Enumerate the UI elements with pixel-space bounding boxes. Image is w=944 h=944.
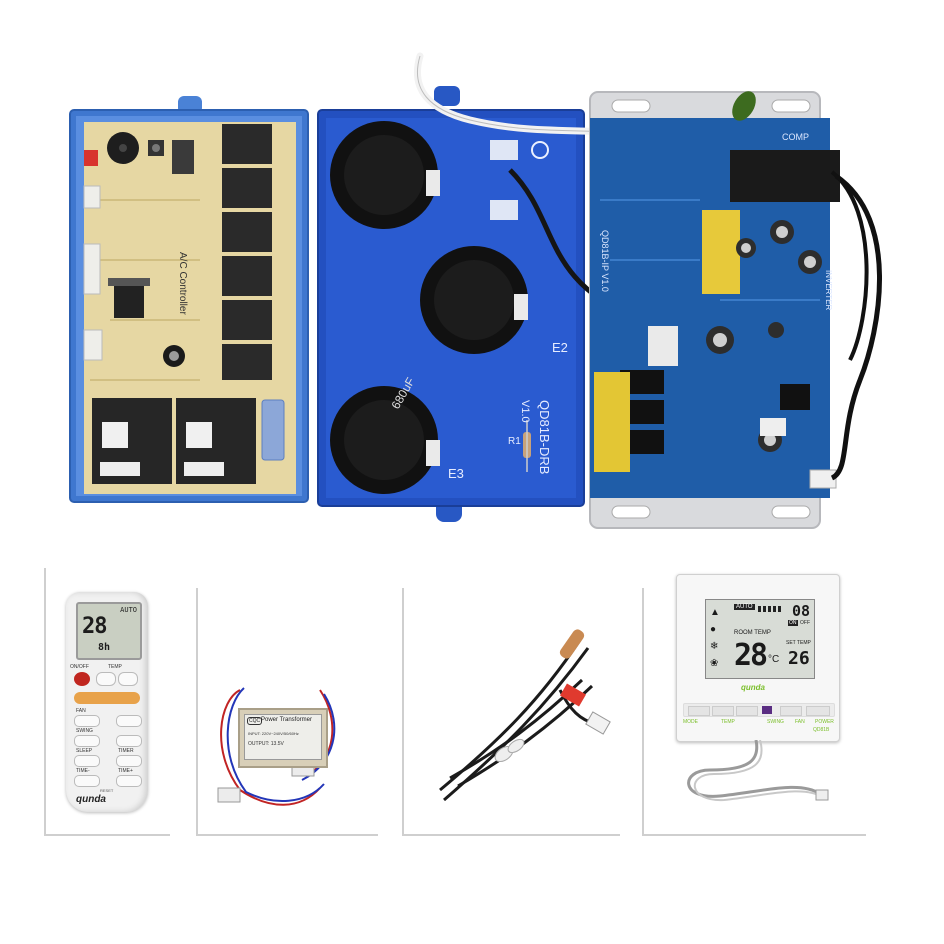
panel-lcd: AUTO 08 ON OFF ROOM TEMP 28 °C SET TEMP … (705, 599, 815, 679)
panel-temp-unit: °C (768, 654, 780, 665)
remote-sleep-label: SLEEP (76, 748, 93, 754)
inverter-model: QD81B-IP V1.0 (600, 230, 610, 292)
boards-photo: A/C Controller E2 E3 QD81B-DRB V1.0 R1 6… (69, 52, 882, 529)
remote-timer-label: TIMER (118, 748, 134, 754)
panel-fan-button[interactable] (780, 706, 802, 716)
panel-set-temp: 26 (788, 648, 810, 669)
inverter-board: QD81B-IP V1.0 INVERTER COMP (589, 91, 840, 529)
remote-fan-label: FAN (76, 708, 86, 714)
remote-timeminus-button[interactable] (74, 775, 100, 787)
divider-3-h (402, 834, 620, 836)
panel-model-label: QD81B (813, 727, 830, 733)
panel-swing-button[interactable] (762, 706, 772, 714)
transformer-title: Power Transformer (261, 717, 313, 723)
transformer: CQC Power Transformer INPUT: 220V~240V/5… (238, 708, 328, 768)
remote-control: AUTO 28 8h ON/OFF TEMP FAN SWING SLEEP T… (66, 592, 148, 812)
panel-fan-bars (758, 606, 782, 612)
divider-4-v (642, 588, 644, 836)
remote-temp-label: TEMP (108, 664, 122, 670)
divider-1-v (44, 568, 46, 836)
remote-timeplus-label: TIME+ (118, 768, 133, 774)
capacitor-board: E2 E3 QD81B-DRB V1.0 R1 680uF (317, 86, 585, 522)
remote-temp-up-button[interactable] (118, 672, 138, 686)
panel-power-label: POWER (815, 719, 834, 725)
panel-mode-label: MODE (683, 719, 698, 725)
panel-auto-label: AUTO (734, 604, 755, 610)
remote-onoff-label: ON/OFF (70, 664, 89, 670)
divider-2-h (196, 834, 378, 836)
controller-board: A/C Controller (69, 96, 309, 503)
remote-timer-button[interactable] (116, 755, 142, 767)
temperature-sensors (439, 629, 611, 802)
remote-timeplus-button[interactable] (116, 775, 142, 787)
divider-4-h (642, 834, 866, 836)
panel-swing-label: SWING (767, 719, 784, 725)
comp-label: COMP (782, 132, 809, 142)
cap-board-model: QD81B-DRB (537, 400, 552, 474)
remote-lcd: AUTO 28 8h (76, 602, 142, 660)
remote-temp-down-button[interactable] (96, 672, 116, 686)
remote-lcd-temp: 28 (82, 614, 107, 639)
remote-timeminus-label: TIME- (76, 768, 90, 774)
remote-fan-button[interactable] (74, 715, 100, 727)
panel-button-strip (683, 703, 835, 717)
remote-sleep-button[interactable] (74, 755, 100, 767)
inverter-label: INVERTER (824, 270, 833, 311)
panel-room-temp: 28 (734, 638, 768, 673)
transformer-label-plate: CQC Power Transformer INPUT: 220V~240V/5… (244, 714, 322, 760)
transformer-output: OUTPUT: 13.5V (248, 741, 284, 747)
panel-temp-down-button[interactable] (712, 706, 734, 716)
panel-set-temp-label: SET TEMP (786, 640, 811, 646)
remote-onoff-button[interactable] (74, 672, 90, 686)
transformer-cqc-logo: CQC (247, 717, 263, 725)
remote-swing-label: SWING (76, 728, 93, 734)
panel-off-label: OFF (800, 620, 810, 626)
panel-timer-value: 08 (792, 602, 811, 620)
panel-mode-icons: ▲●❄❀ (710, 607, 720, 669)
cap-board-version: V1.0 (519, 400, 531, 423)
cap-label-e3: E3 (448, 466, 464, 481)
divider-3-v (402, 588, 404, 836)
divider-2-v (196, 588, 198, 836)
remote-right1-button[interactable] (116, 715, 142, 727)
remote-mode-strip[interactable] (74, 692, 140, 704)
cap-label-r1: R1 (508, 436, 521, 447)
panel-on-label: ON (788, 620, 798, 626)
remote-reset-label: RESET (100, 788, 114, 793)
panel-room-temp-label: ROOM TEMP (734, 630, 771, 636)
panel-fan-label: FAN (795, 719, 805, 725)
divider-1-h (44, 834, 170, 836)
panel-cable (687, 740, 829, 802)
controller-label: A/C Controller (177, 252, 188, 315)
transformer-input: INPUT: 220V~240V/50/60Hz (248, 731, 299, 736)
panel-brand-logo: qunda (741, 683, 765, 692)
panel-mode-button[interactable] (688, 706, 710, 716)
wall-control-panel: AUTO 08 ON OFF ROOM TEMP 28 °C SET TEMP … (676, 574, 840, 742)
remote-swing-button[interactable] (74, 735, 100, 747)
remote-brand-logo: qunda (76, 794, 106, 805)
cap-label-e2: E2 (552, 340, 568, 355)
remote-lcd-mode: AUTO (120, 606, 137, 614)
remote-right2-button[interactable] (116, 735, 142, 747)
panel-temp-label: TEMP (721, 719, 735, 725)
remote-lcd-time: 8h (98, 642, 111, 653)
panel-temp-up-button[interactable] (736, 706, 758, 716)
panel-power-button[interactable] (806, 706, 830, 716)
